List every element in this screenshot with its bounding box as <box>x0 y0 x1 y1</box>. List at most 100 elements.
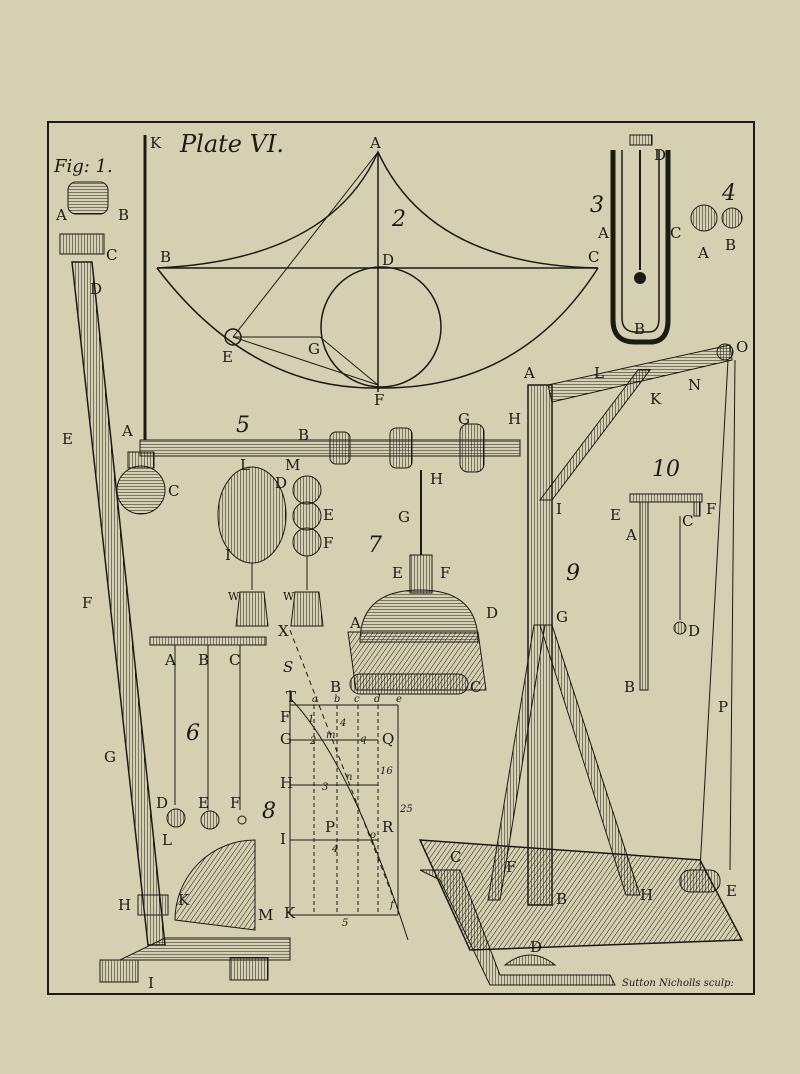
letter-fig5_labels-G: G <box>458 410 470 428</box>
letter-fig9_labels-E: E <box>726 882 737 900</box>
letter-fig1_labels-B: B <box>118 206 129 224</box>
letter-figure_numbers-f8: 8 <box>262 799 276 824</box>
letter-fig6_labels-A: A <box>164 651 176 669</box>
letter-fig8_labels-a: a <box>312 694 318 705</box>
letter-fig5_labels-W1: W <box>228 590 240 603</box>
letter-fig5_labels-D: D <box>275 474 287 492</box>
letter-fig8_labels-c: c <box>354 694 360 705</box>
fig1-inclined-barometer <box>59 135 291 983</box>
fig4-hemispheres: 4 A B <box>690 181 743 262</box>
letter-fig1_labels-F: F <box>82 594 92 612</box>
letter-fig8_labels-n: n <box>346 772 352 783</box>
letter-fig8_labels-d: d <box>374 694 380 705</box>
letter-fig9_labels-H: H <box>640 886 653 904</box>
fig10-siphon: 10 E A C F D B <box>610 457 716 696</box>
letter-fig1_labels-K2: K <box>178 891 190 909</box>
letter-fig8_labels-R: R <box>382 818 394 836</box>
letter-fig9_labels-D: D <box>530 938 542 956</box>
letter-fig9_labels-P: P <box>718 698 728 716</box>
letter-fig8_labels-G: G <box>280 730 292 748</box>
letter-fig2_labels-D: D <box>382 251 394 269</box>
letter-fig8_labels-n5: 5 <box>342 918 348 929</box>
letter-figure_numbers-f4: 4 <box>721 181 736 206</box>
letter-fig1_labels-D: D <box>90 280 102 298</box>
letter-fig7_labels-H: H <box>430 470 443 488</box>
letter-fig5_labels-A: A <box>121 422 133 440</box>
letter-fig8_labels-n2: 2 <box>309 736 316 747</box>
letter-fig1_labels-I: I <box>148 974 154 992</box>
letter-fig7_labels-C: C <box>470 678 481 696</box>
letter-figure_numbers-f6: 6 <box>186 721 200 746</box>
letter-fig10_labels-B: B <box>624 678 635 696</box>
letter-fig2_labels-A: A <box>369 134 381 152</box>
fig9-pulley-frame <box>418 343 744 986</box>
letter-fig1_labels-A: A <box>55 206 67 224</box>
letter-fig7_labels-A: A <box>349 614 361 632</box>
letter-fig8_labels-I: I <box>280 830 286 848</box>
letter-fig5_labels-E: E <box>323 506 334 524</box>
letter-fig8_labels-H: H <box>280 774 293 792</box>
plate-border <box>47 121 755 995</box>
letter-fig5_labels-L: L <box>240 456 250 474</box>
letter-fig8_labels-q: q <box>360 734 366 745</box>
letter-fig8_labels-e: e <box>396 694 402 705</box>
letter-fig8_labels-n3: 3 <box>322 782 328 793</box>
letter-fig5_labels-W2: W <box>283 590 295 603</box>
letter-fig7_labels-E: E <box>392 564 403 582</box>
letter-fig8_labels-b: b <box>334 694 340 705</box>
fig5-letters: A B C D E F G H I L M W W 5 <box>121 410 521 603</box>
letter-fig8_labels-K: K <box>284 904 296 922</box>
letter-fig8_labels-Q: Q <box>382 730 394 748</box>
letter-fig8_labels-X: X <box>278 622 289 640</box>
letter-fig8_labels-S: S <box>283 658 293 676</box>
letter-fig7_labels-F: F <box>440 564 450 582</box>
letter-fig9_labels-C: C <box>450 848 461 866</box>
letter-fig3_labels-D: D <box>654 146 666 164</box>
letter-fig3_labels-B: B <box>634 320 645 338</box>
letter-fig2_labels-B: B <box>160 248 171 266</box>
letter-fig10_labels-C: C <box>682 512 693 530</box>
letter-fig3_labels-A: A <box>597 224 609 242</box>
letter-fig1_labels-M: M <box>258 906 273 924</box>
letter-fig7_labels-G: G <box>398 508 410 526</box>
letter-fig9_labels-B: B <box>556 890 567 908</box>
letter-fig8_labels-T: T <box>286 688 296 706</box>
letter-fig8_labels-o: o <box>370 830 376 841</box>
letter-fig1_labels-H: H <box>118 896 131 914</box>
letter-fig8_labels-n25: 25 <box>399 804 413 815</box>
letter-figure_numbers-f5: 5 <box>236 413 250 438</box>
fig1-letters: K A B C D E F G H I L M K <box>55 134 273 992</box>
letter-fig5_labels-F: F <box>323 534 333 552</box>
letter-fig8_labels-f: f <box>389 900 396 911</box>
letter-fig9_labels-K: K <box>650 390 662 408</box>
fig2-letters: A B C D E F G 2 <box>160 134 599 409</box>
letter-fig8_labels-n16: 16 <box>380 766 393 777</box>
letter-fig4_labels-B: B <box>725 236 736 254</box>
letter-fig7_labels-B: B <box>330 678 341 696</box>
letter-fig2_labels-E: E <box>222 348 233 366</box>
letter-fig10_labels-E: E <box>610 506 621 524</box>
letter-fig1_labels-L: L <box>162 831 172 849</box>
letter-fig5_labels-I: I <box>225 546 231 564</box>
fig8-motion-diagram: X S T F G H I K Q R P a b c d e m n q o … <box>262 622 413 941</box>
letter-fig6_labels-B: B <box>198 651 209 669</box>
letter-fig6_labels-D: D <box>156 794 168 812</box>
letter-fig7_labels-D: D <box>486 604 498 622</box>
letter-fig2_labels-C: C <box>588 248 599 266</box>
letter-fig2_labels-G: G <box>308 340 320 358</box>
letter-fig9_labels-O: O <box>736 338 748 356</box>
letter-fig10_labels-A: A <box>625 526 637 544</box>
letter-figure_numbers-f3: 3 <box>590 193 604 218</box>
letter-fig5_labels-B: B <box>298 426 309 444</box>
letter-fig8_labels-F: F <box>280 708 290 726</box>
letter-figure_numbers-f7: 7 <box>368 533 382 558</box>
letter-fig5_labels-H: H <box>508 410 521 428</box>
letter-fig9_labels-N: N <box>688 376 701 394</box>
fig1-label: Fig: 1. <box>53 156 113 177</box>
letter-figure_numbers-f9: 9 <box>566 561 580 586</box>
letter-fig2_labels-F: F <box>374 391 384 409</box>
letter-fig8_labels-n4: 4 <box>339 718 346 729</box>
letter-fig9_labels-A: A <box>523 364 535 382</box>
plate-title: Plate VI. <box>179 130 284 158</box>
